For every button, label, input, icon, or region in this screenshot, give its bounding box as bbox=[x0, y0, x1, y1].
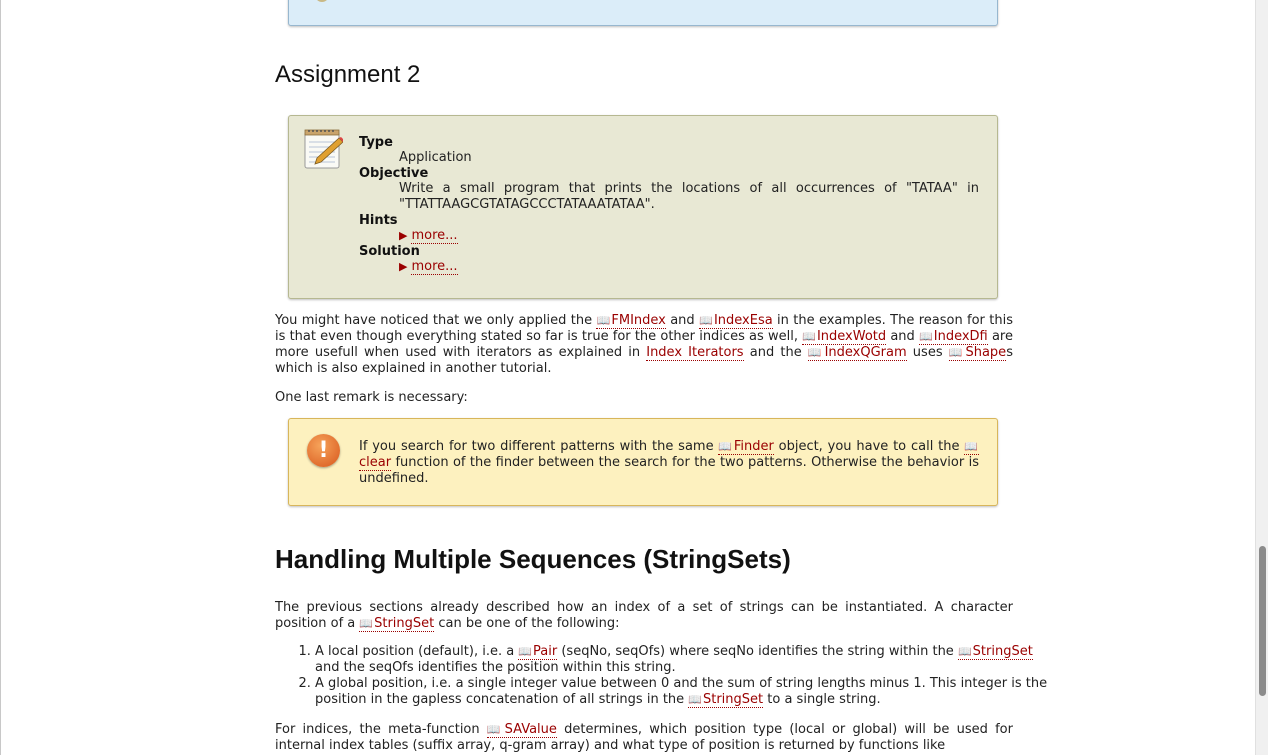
link-label: Pair bbox=[533, 644, 558, 659]
text: (seqNo, seqOfs) where seqNo identifies t… bbox=[557, 644, 958, 659]
warning-text: If you search for two different patterns… bbox=[359, 439, 980, 487]
text: If you search for two different patterns… bbox=[359, 439, 719, 454]
link-stringset[interactable]: 📖StringSet bbox=[688, 692, 764, 708]
link-label: Shape bbox=[965, 345, 1007, 360]
book-icon: 📖 bbox=[718, 440, 732, 453]
link-savalue[interactable]: 📖SAValue bbox=[486, 722, 557, 738]
link-shape[interactable]: 📖Shape bbox=[948, 345, 1007, 361]
type-label: Type bbox=[359, 135, 393, 150]
hints-more-link[interactable]: more... bbox=[411, 228, 458, 244]
exclamation-icon: ! bbox=[307, 434, 340, 467]
link-fmindex[interactable]: 📖FMIndex bbox=[596, 313, 666, 329]
text: and the bbox=[743, 345, 808, 360]
link-label: clear bbox=[359, 455, 392, 470]
link-clear[interactable]: 📖 clear bbox=[359, 439, 980, 471]
text: A local position (default), i.e. a bbox=[315, 644, 519, 659]
type-value: Application bbox=[399, 150, 472, 165]
book-icon: 📖 bbox=[359, 617, 373, 630]
assignment-box bbox=[288, 115, 998, 299]
text: function of the finder between the searc… bbox=[359, 455, 979, 486]
paragraph-remark: One last remark is necessary: bbox=[275, 390, 468, 405]
assignment-heading: Assignment 2 bbox=[275, 61, 421, 88]
link-label: IndexWotd bbox=[816, 329, 887, 344]
book-icon: 📖 bbox=[596, 314, 610, 327]
book-icon: 📖 bbox=[518, 645, 532, 658]
link-label: SAValue bbox=[504, 722, 557, 737]
book-icon: 📖 bbox=[957, 645, 972, 658]
assignment-details: Type Application Objective Write a small… bbox=[359, 135, 979, 275]
text: object, you have to call the bbox=[773, 439, 965, 454]
book-icon: 📖 bbox=[807, 346, 824, 359]
info-box bbox=[288, 0, 998, 26]
text: determines, which position type (local o… bbox=[275, 722, 1013, 753]
link-label: IndexQGram bbox=[824, 345, 907, 360]
text: are more usefull when used with iterator… bbox=[275, 329, 1013, 360]
triangle-right-icon: ▶ bbox=[399, 260, 408, 273]
text: For indices, the meta-function bbox=[275, 722, 487, 737]
book-icon: 📖 bbox=[918, 330, 933, 343]
lightbulb-icon bbox=[315, 0, 329, 2]
link-label: StringSet bbox=[972, 644, 1033, 659]
link-index-iterators[interactable]: Index Iterators bbox=[646, 345, 744, 361]
objective-label: Objective bbox=[359, 166, 429, 181]
text: uses bbox=[906, 345, 949, 360]
list-item: A local position (default), i.e. a 📖Pair… bbox=[315, 644, 1053, 676]
link-label: IndexDfi bbox=[933, 329, 988, 344]
warning-box: ! bbox=[288, 418, 998, 506]
link-label: Finder bbox=[733, 439, 774, 454]
solution-toggle[interactable]: ▶more... bbox=[359, 259, 979, 275]
vertical-scrollbar[interactable] bbox=[1255, 0, 1268, 755]
solution-label: Solution bbox=[359, 244, 420, 259]
triangle-right-icon: ▶ bbox=[399, 229, 408, 242]
link-finder[interactable]: 📖Finder bbox=[718, 439, 774, 455]
link-stringset[interactable]: 📖StringSet bbox=[359, 616, 435, 632]
link-label: StringSet bbox=[374, 616, 435, 631]
paragraph-indices: You might have noticed that we only appl… bbox=[275, 313, 1013, 377]
book-icon: 📖 bbox=[486, 723, 504, 736]
link-stringset[interactable]: 📖StringSet bbox=[957, 644, 1033, 660]
text: and the seqOfs identifies the position w… bbox=[315, 660, 676, 675]
text: and bbox=[665, 313, 700, 328]
position-types-list: A local position (default), i.e. a 📖Pair… bbox=[275, 644, 1053, 708]
text: and bbox=[886, 329, 919, 344]
book-icon: 📖 bbox=[688, 693, 702, 706]
book-icon: 📖 bbox=[802, 330, 816, 343]
solution-more-link[interactable]: more... bbox=[411, 259, 458, 275]
section-heading: Handling Multiple Sequences (StringSets) bbox=[275, 544, 791, 574]
link-label: StringSet bbox=[702, 692, 764, 707]
text: in the examples. The reason for this is … bbox=[275, 313, 1013, 344]
objective-value: Write a small program that prints the lo… bbox=[399, 181, 979, 212]
link-label: FMIndex bbox=[611, 313, 666, 328]
text: to a single string. bbox=[763, 692, 881, 707]
notepad-icon bbox=[304, 129, 343, 169]
list-item: A global position, i.e. a single integer… bbox=[315, 676, 1053, 708]
link-pair[interactable]: 📖Pair bbox=[518, 644, 558, 660]
link-indexqgram[interactable]: 📖IndexQGram bbox=[807, 345, 907, 361]
book-icon: 📖 bbox=[948, 346, 965, 359]
link-indexdfi[interactable]: 📖IndexDfi bbox=[918, 329, 988, 345]
scrollbar-thumb[interactable] bbox=[1259, 546, 1266, 696]
text: A global position, i.e. a single integer… bbox=[315, 676, 1048, 707]
book-icon: 📖 bbox=[964, 440, 978, 453]
text: The previous sections already described … bbox=[275, 600, 1013, 631]
text: You might have noticed that we only appl… bbox=[275, 313, 597, 328]
link-label: IndexEsa bbox=[713, 313, 773, 328]
book-icon: 📖 bbox=[699, 314, 713, 327]
paragraph-positions: The previous sections already described … bbox=[275, 600, 1013, 632]
window-edge bbox=[0, 0, 1, 755]
paragraph-savalue: For indices, the meta-function 📖SAValue … bbox=[275, 722, 1013, 754]
link-indexwotd[interactable]: 📖IndexWotd bbox=[802, 329, 887, 345]
text: can be one of the following: bbox=[434, 616, 620, 631]
hints-label: Hints bbox=[359, 213, 398, 228]
hints-toggle[interactable]: ▶more... bbox=[359, 228, 979, 244]
text: s which is also explained in another tut… bbox=[275, 345, 1013, 376]
link-indexesa[interactable]: 📖IndexEsa bbox=[699, 313, 773, 329]
